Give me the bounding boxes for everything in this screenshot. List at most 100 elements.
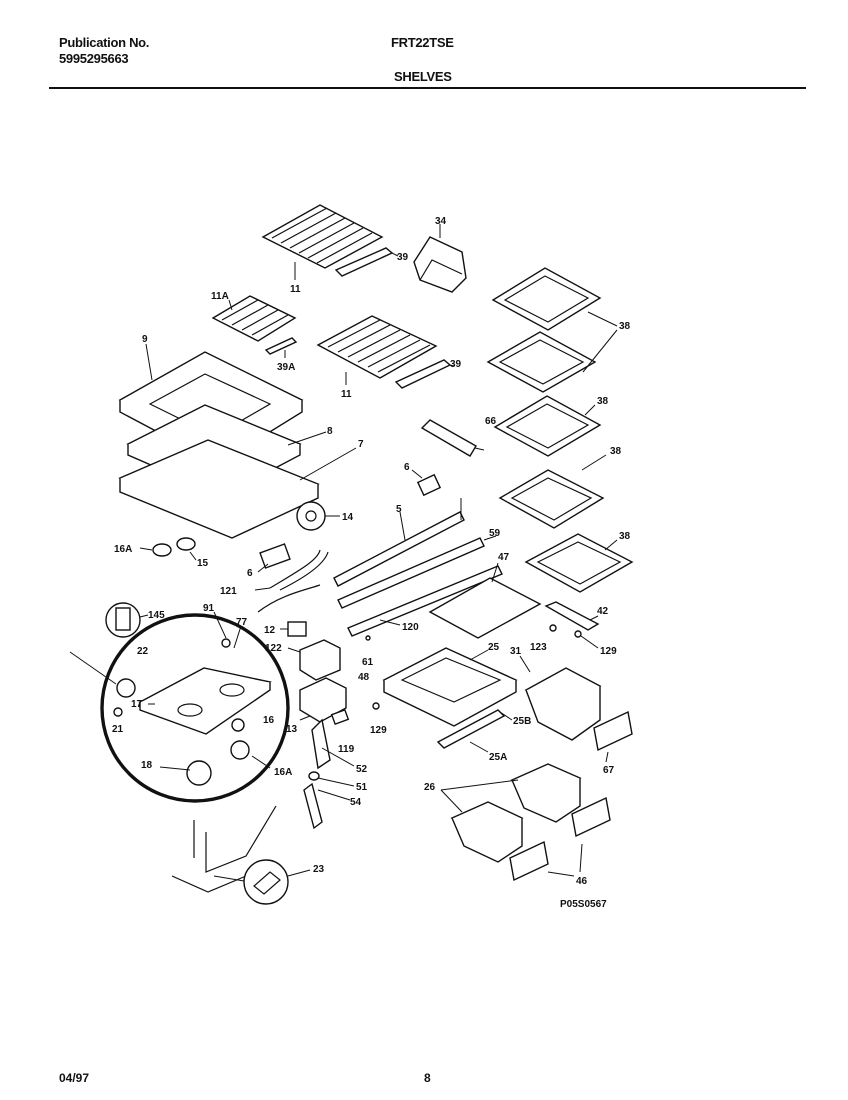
pan-31 [519, 655, 602, 741]
callout-9: 9 [142, 334, 148, 345]
bin-34 [413, 224, 467, 293]
callout-25B: 25B [513, 716, 531, 727]
cover-25A [436, 709, 506, 753]
callout-38: 38 [597, 396, 609, 407]
callout-47: 47 [498, 552, 510, 563]
callout-25: 25 [488, 642, 500, 653]
callout-38: 38 [619, 321, 631, 332]
housing-13 [299, 677, 347, 723]
callout-11: 11 [341, 389, 352, 400]
callout-15: 15 [197, 558, 209, 569]
pad-119 [330, 709, 350, 725]
callout-38: 38 [619, 531, 631, 542]
glass-shelf-38-e [524, 533, 634, 593]
callout-11A: 11A [211, 291, 229, 302]
section-title: SHELVES [394, 69, 452, 84]
rail-59 [337, 535, 497, 609]
callout-59: 59 [489, 528, 501, 539]
callout-25A: 25A [489, 752, 507, 763]
callout-51: 51 [356, 782, 368, 793]
callout-26: 26 [424, 782, 436, 793]
callout-129: 129 [370, 725, 387, 736]
callout-14: 14 [342, 512, 354, 523]
housing-122 [287, 639, 341, 681]
callout-34: 34 [435, 216, 447, 227]
callout-77: 77 [236, 617, 248, 628]
callout-123: 123 [530, 642, 547, 653]
callout-145: 145 [148, 610, 165, 621]
publication-number: 5995295663 [59, 51, 129, 66]
knob-15-16A [139, 537, 197, 561]
callout-7: 7 [358, 439, 364, 450]
callout-8: 8 [327, 426, 333, 437]
bracket-66 [420, 419, 485, 457]
support-42 [544, 601, 600, 631]
rail-5 [333, 498, 465, 587]
callout-67: 67 [603, 765, 615, 776]
callout-31: 31 [510, 646, 522, 657]
callout-labels: 34 11 39 11A 39A 11 39 38 38 38 38 9 8 7… [112, 216, 631, 910]
callout-122: 122 [265, 643, 282, 654]
glass-shelf-38-a [491, 267, 618, 331]
glass-shelf-38-c [493, 395, 602, 457]
callout-54: 54 [350, 797, 362, 808]
callout-23: 23 [313, 864, 325, 875]
footer-date: 04/97 [59, 1071, 90, 1085]
front-67 [593, 710, 633, 763]
callout-11: 11 [290, 284, 301, 295]
callout-6: 6 [404, 462, 410, 473]
rail-120 [347, 565, 503, 637]
callout-16A: 16A [114, 544, 132, 555]
callout-17: 17 [131, 699, 143, 710]
shelf-trim-39-top [334, 247, 399, 277]
callout-39: 39 [397, 252, 409, 263]
callout-48: 48 [358, 672, 370, 683]
callout-16A: 16A [274, 767, 292, 778]
callout-129: 129 [600, 646, 617, 657]
wire-shelf-middle [316, 315, 438, 385]
glass-panel-47 [428, 562, 542, 639]
drawer-26-right [510, 763, 582, 823]
drawer-26-left [440, 779, 524, 863]
tube-121 [254, 549, 329, 613]
wire-shelf-top [261, 204, 384, 280]
glass-shelf-38-d [498, 454, 607, 529]
retainer-14 [296, 501, 340, 531]
hinge-23 [243, 859, 311, 905]
callout-52: 52 [356, 764, 368, 775]
header-divider [49, 87, 806, 89]
screws-123-129 [365, 624, 599, 710]
motor-12 [280, 621, 307, 637]
glass-shelf-38-b [486, 329, 618, 393]
wire-shelf-11A [211, 295, 298, 358]
callout-91: 91 [203, 603, 215, 614]
callout-39: 39 [450, 359, 462, 370]
callout-22: 22 [137, 646, 149, 657]
model-number: FRT22TSE [391, 35, 454, 50]
clip-6-upper [411, 469, 442, 497]
callout-12: 12 [264, 625, 276, 636]
callout-38: 38 [610, 446, 622, 457]
callout-18: 18 [141, 760, 153, 771]
callout-120: 120 [402, 622, 419, 633]
tubes-52-51-54 [303, 718, 355, 830]
callout-61: 61 [362, 657, 374, 668]
callout-46: 46 [576, 876, 588, 887]
shelf-trim-39-middle [394, 359, 455, 389]
callout-39A: 39A [277, 362, 295, 373]
callout-21: 21 [112, 724, 124, 735]
callout-16: 16 [263, 715, 275, 726]
callout-121: 121 [220, 586, 237, 597]
callout-119: 119 [338, 744, 355, 755]
bracket-145 [105, 602, 149, 638]
publication-label: Publication No. [59, 35, 150, 50]
crisper-frame-25 [382, 647, 518, 727]
freezer-shelf-7 [118, 439, 357, 539]
reference-code: P05S0567 [560, 899, 607, 910]
callout-6: 6 [247, 568, 253, 579]
page-number: 8 [424, 1071, 431, 1085]
callout-42: 42 [597, 606, 609, 617]
fronts-46 [509, 796, 611, 882]
callout-5: 5 [396, 504, 402, 515]
